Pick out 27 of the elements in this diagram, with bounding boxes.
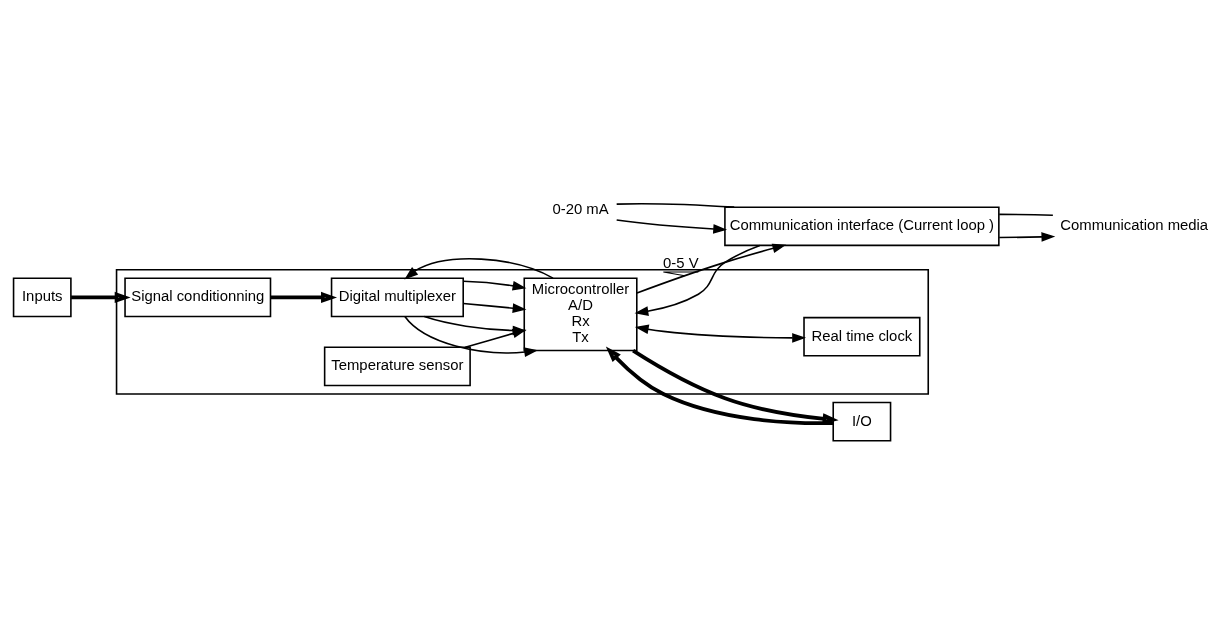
arrow <box>634 324 806 343</box>
connector <box>615 202 735 208</box>
arrow <box>462 279 527 291</box>
node-box: Digital multiplexer <box>330 277 464 317</box>
arrow <box>636 243 787 294</box>
node-box: Signal conditionning <box>124 277 272 317</box>
arrow <box>615 218 728 234</box>
node-box: Inputs <box>12 277 72 317</box>
arrow <box>998 231 1056 242</box>
node-box: Microcontroller A/D Rx Tx <box>523 277 638 351</box>
arrow <box>404 257 554 279</box>
arrow <box>632 348 839 424</box>
node-box: Temperature sensor <box>323 346 471 386</box>
node-box: Real time clock <box>803 316 921 357</box>
edge-label: 0-5 V <box>663 254 699 271</box>
arrow <box>634 244 761 316</box>
arrow <box>605 346 834 425</box>
arrow <box>71 291 131 303</box>
node-box: I/O <box>832 401 892 442</box>
connector <box>998 213 1054 216</box>
node-text: 0-20 mA <box>552 200 609 217</box>
arrow <box>270 291 338 303</box>
arrow <box>462 302 527 313</box>
node-box: Communication interface (Current loop ) <box>724 205 1000 246</box>
arrow <box>464 328 527 348</box>
node-text: Communication media <box>1060 216 1209 233</box>
arrow <box>404 315 538 357</box>
